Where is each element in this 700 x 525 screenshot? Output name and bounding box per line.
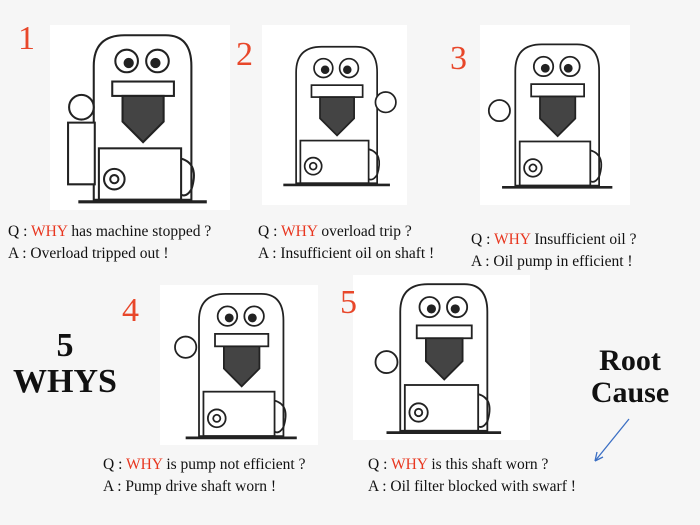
question-3: Q : WHY Insufficient oil ?: [471, 231, 637, 248]
cartoon-panel-3: [480, 25, 630, 205]
qa-step-3: Q : WHY Insufficient oil ? A : Oil pump …: [471, 229, 636, 273]
question-1: Q : WHY has machine stopped ?: [8, 223, 212, 240]
step-number-2: 2: [236, 36, 253, 73]
qa-step-2: Q : WHY overload trip ? A : Insufficient…: [258, 221, 434, 265]
qa-step-1: Q : WHY has machine stopped ? A : Overlo…: [8, 221, 211, 265]
arrow-icon: [594, 418, 630, 462]
title-number: 5: [56, 327, 74, 364]
root-cause-line1: Root: [599, 344, 661, 377]
answer-3: A : Oil pump in efficient !: [471, 253, 633, 270]
cartoon-panel-4: [160, 285, 318, 445]
cartoon-panel-2: [262, 25, 407, 205]
title-5-whys: 5 WHYS: [5, 328, 125, 399]
qa-step-5: Q : WHY is this shaft worn ? A : Oil fil…: [368, 454, 576, 498]
step-number-1: 1: [18, 20, 35, 57]
answer-1: A : Overload tripped out !: [8, 245, 169, 262]
root-cause-label: Root Cause: [575, 345, 685, 408]
answer-4: A : Pump drive shaft worn !: [103, 478, 277, 495]
qa-step-4: Q : WHY is pump not efficient ? A : Pump…: [103, 454, 306, 498]
step-number-5: 5: [340, 284, 357, 321]
question-2: Q : WHY overload trip ?: [258, 223, 412, 240]
root-cause-line2: Cause: [590, 375, 670, 409]
answer-2: A : Insufficient oil on shaft !: [258, 245, 435, 262]
question-5: Q : WHY is this shaft worn ?: [368, 456, 549, 473]
cartoon-panel-5: [353, 275, 530, 440]
question-4: Q : WHY is pump not efficient ?: [103, 456, 306, 473]
step-number-3: 3: [450, 40, 467, 77]
title-word: WHYS: [13, 362, 117, 400]
answer-5: A : Oil filter blocked with swarf !: [368, 478, 576, 495]
cartoon-panel-1: [50, 25, 230, 210]
step-number-4: 4: [122, 292, 139, 329]
